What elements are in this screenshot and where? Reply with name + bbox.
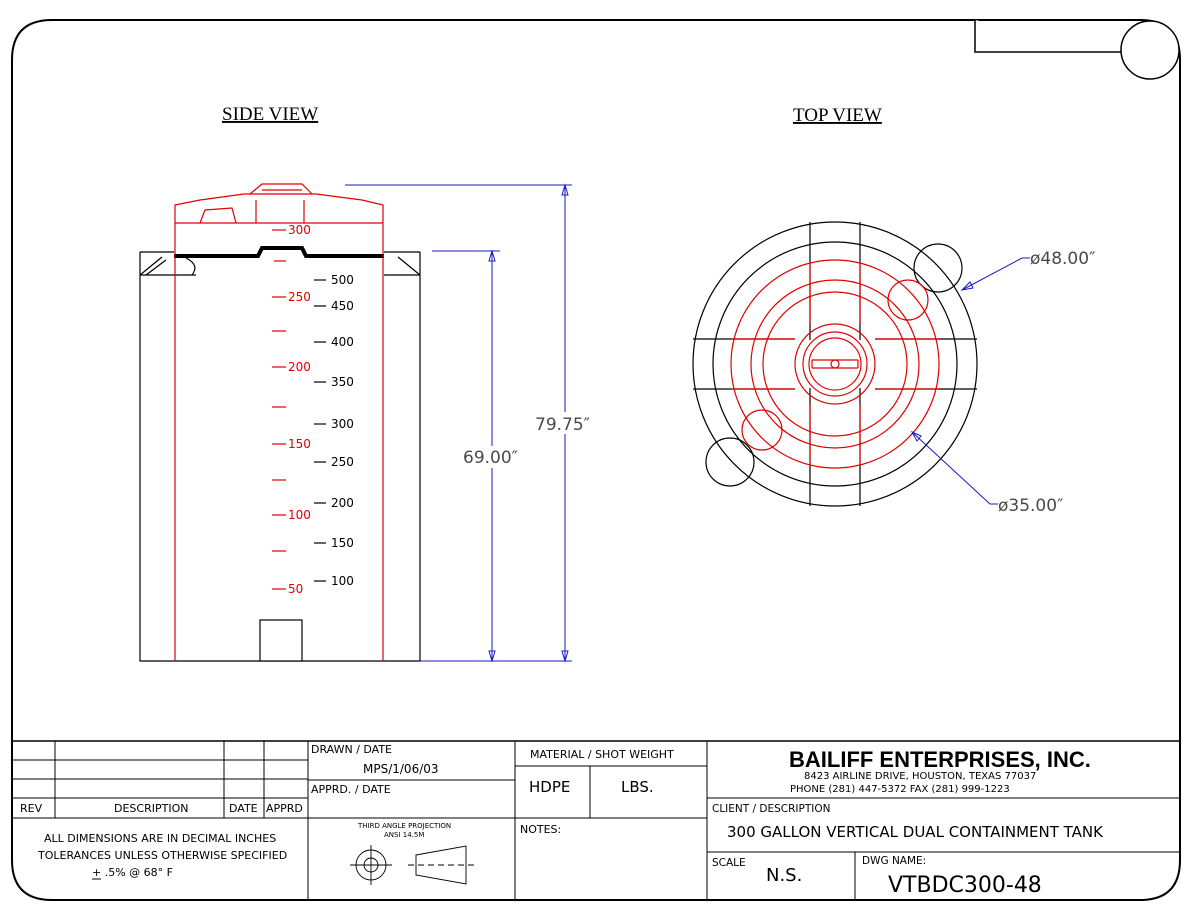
gauge-label-50: 50 — [288, 582, 303, 596]
gauge-label-300: 300 — [288, 223, 311, 237]
apprd-label: APPRD. / DATE — [311, 783, 391, 796]
inner-diameter-dimension: ø35.00″ — [998, 496, 1063, 516]
tolerance-line-3: + .5% @ 68° F — [92, 866, 173, 879]
weight-value: LBS. — [621, 778, 654, 796]
gauge-label-350: 350 — [331, 375, 354, 389]
gauge-label-100-outer: 100 — [331, 574, 354, 588]
title-block — [12, 740, 1180, 900]
company-address: 8423 AIRLINE DRIVE, HOUSTON, TEXAS 77037 — [804, 771, 1036, 782]
dwg-name-label: DWG NAME: — [862, 855, 926, 867]
client-label: CLIENT / DESCRIPTION — [712, 803, 830, 815]
client-description: 300 GALLON VERTICAL DUAL CONTAINMENT TAN… — [727, 823, 1104, 841]
side-view-title: SIDE VIEW — [222, 104, 318, 125]
gauge-label-200-outer: 200 — [331, 496, 354, 510]
material-value: HDPE — [529, 778, 570, 796]
gauge-label-300-outer: 300 — [331, 417, 354, 431]
material-block: MATERIAL / SHOT WEIGHT HDPE LBS. NOTES: — [520, 748, 674, 836]
outer-gauge-labels: 500 450 400 350 300 250 200 150 100 — [331, 273, 354, 588]
inner-gauge-labels: 300 250 200 150 100 50 — [288, 223, 311, 596]
notes-label: NOTES: — [520, 823, 561, 836]
tolerance-line-2: TOLERANCES UNLESS OTHERWISE SPECIFIED — [37, 849, 287, 862]
overall-height-dimension: 79.75″ — [535, 415, 590, 435]
gauge-label-200: 200 — [288, 360, 311, 374]
revision-tab — [974, 20, 1180, 80]
gauge-label-100: 100 — [288, 508, 311, 522]
projection-line-2: ANSI 14.5M — [384, 831, 424, 839]
projection-line-1: THIRD ANGLE PROJECTION — [357, 822, 451, 830]
outer-diameter-dimension: ø48.00″ — [1030, 249, 1095, 269]
company-name: BAILIFF ENTERPRISES, INC. — [789, 747, 1091, 772]
date-header: DATE — [229, 802, 258, 815]
diameter-leaders — [910, 257, 1030, 505]
top-view-title: TOP VIEW — [793, 105, 882, 126]
outer-lid — [174, 246, 384, 258]
gauge-label-250-outer: 250 — [331, 455, 354, 469]
inner-tank — [174, 183, 384, 661]
gauge-label-150-outer: 150 — [331, 536, 354, 550]
drawn-approved: DRAWN / DATE MPS/1/06/03 APPRD. / DATE — [311, 743, 439, 796]
gauge-label-500: 500 — [331, 273, 354, 287]
body-height-dimension: 69.00″ — [463, 448, 518, 468]
projection-symbol: THIRD ANGLE PROJECTION ANSI 14.5M — [350, 822, 476, 885]
scale-value: N.S. — [766, 865, 802, 886]
company-block: BAILIFF ENTERPRISES, INC. 8423 AIRLINE D… — [789, 747, 1091, 795]
company-phone: PHONE (281) 447-5372 FAX (281) 999-1223 — [790, 784, 1010, 795]
description-header: DESCRIPTION — [114, 802, 188, 815]
tolerance-line-1: ALL DIMENSIONS ARE IN DECIMAL INCHES — [44, 832, 276, 845]
gauge-label-150: 150 — [288, 437, 311, 451]
revision-table-headers: REV DESCRIPTION DATE APPRD — [20, 802, 303, 815]
inner-gauge — [272, 229, 286, 590]
outer-gauge — [314, 279, 326, 582]
side-view: 300 250 200 150 100 50 500 450 400 350 3… — [139, 183, 594, 663]
gauge-label-450: 450 — [331, 299, 354, 313]
gauge-label-250: 250 — [288, 290, 311, 304]
material-label: MATERIAL / SHOT WEIGHT — [530, 748, 674, 761]
drawn-label: DRAWN / DATE — [311, 743, 392, 756]
apprd-header: APPRD — [266, 802, 303, 815]
inner-tank-plan — [730, 259, 940, 469]
drawn-value: MPS/1/06/03 — [363, 762, 439, 776]
gauge-label-400: 400 — [331, 335, 354, 349]
dwg-name-value: VTBDC300-48 — [888, 873, 1042, 898]
top-view: ø48.00″ ø35.00″ — [692, 221, 1095, 516]
tolerance-note: ALL DIMENSIONS ARE IN DECIMAL INCHES TOL… — [37, 832, 287, 880]
outer-tank-plan — [692, 221, 978, 507]
scale-label: SCALE — [712, 857, 746, 869]
outlet-fitting — [259, 619, 303, 662]
outer-tank-outline — [139, 251, 421, 662]
client-block: CLIENT / DESCRIPTION 300 GALLON VERTICAL… — [712, 803, 1104, 898]
rev-header: REV — [20, 802, 43, 815]
